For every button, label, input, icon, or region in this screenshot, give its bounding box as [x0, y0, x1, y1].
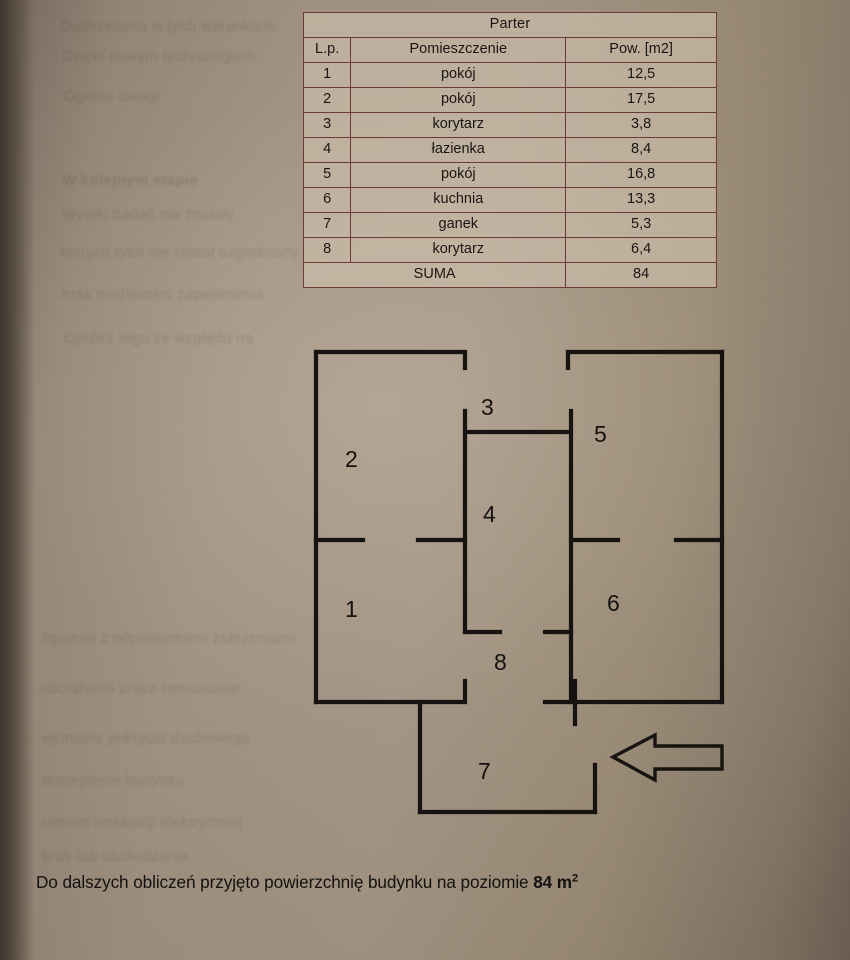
cell-lp: 3 [302, 112, 352, 138]
sum-value: 84 [565, 262, 717, 288]
cell-area: 13,3 [565, 187, 717, 213]
room-label-2: 2 [345, 446, 358, 472]
caption-superscript: 2 [571, 872, 578, 885]
cell-name: pokój [350, 87, 567, 113]
ghost-text-line: W kolejnym etapie [62, 172, 198, 189]
cell-lp: 6 [302, 187, 352, 213]
table-row: 3 korytarz 3,8 [302, 112, 717, 138]
room-label-6: 6 [607, 590, 620, 616]
cell-name: kuchnia [350, 187, 567, 213]
table-title-row: Parter [303, 12, 717, 38]
ghost-text-line: remont instalacji elektrycznej [42, 814, 243, 831]
summary-caption: Do dalszych obliczeń przyjęto powierzchn… [36, 872, 736, 893]
cell-name: łazienka [350, 137, 567, 163]
table-row: 7 ganek 5,3 [302, 212, 717, 238]
cell-area: 12,5 [565, 62, 717, 88]
room-label-4: 4 [483, 501, 496, 527]
ghost-text-line: Oprócz tego ze względu na [64, 330, 254, 347]
caption-text: Do dalszych obliczeń przyjęto powierzchn… [36, 872, 534, 892]
cell-area: 17,5 [565, 87, 717, 113]
column-header-name: Pomieszczenie [350, 37, 567, 63]
column-header-area: Pow. [m2] [565, 37, 717, 63]
cell-area: 16,8 [565, 162, 717, 188]
ghost-text-line: brak możliwości zapewnienia [62, 286, 264, 303]
table-row: 1 pokój 12,5 [302, 62, 717, 88]
cell-lp: 2 [302, 87, 352, 113]
room-label-7: 7 [478, 758, 491, 784]
column-header-lp: L.p. [302, 37, 352, 63]
room-label-3: 3 [481, 394, 494, 420]
left-arrow-icon [609, 732, 724, 783]
room-label-8: 8 [494, 649, 507, 675]
cell-name: korytarz [350, 112, 567, 138]
cell-lp: 1 [302, 62, 352, 88]
cell-lp: 8 [302, 237, 352, 263]
room-label-1: 1 [345, 596, 358, 622]
room-schedule-table-container: Parter L.p. Pomieszczenie Pow. [m2] 1 po… [302, 12, 717, 288]
table-row: 2 pokój 17,5 [302, 87, 717, 113]
table-header-row: L.p. Pomieszczenie Pow. [m2] [302, 37, 717, 63]
caption-value: 84 m [533, 872, 572, 892]
ghost-text-line: docieplenie budynku [42, 772, 185, 789]
table-row: 8 korytarz 6,4 [302, 237, 717, 263]
ghost-text-line: obciążenia prace remontowe [40, 680, 240, 697]
cell-lp: 7 [302, 212, 352, 238]
ghost-text-line: których tytuł nie został uzgodniony [60, 244, 299, 261]
room-label-5: 5 [594, 421, 607, 447]
table-row: 6 kuchnia 13,3 [302, 187, 717, 213]
cell-lp: 4 [302, 137, 352, 163]
sum-label: SUMA [302, 262, 567, 288]
ghost-text-line: brak lub uszkodzenia [42, 848, 189, 865]
cell-area: 3,8 [565, 112, 717, 138]
table-row: 5 pokój 16,8 [302, 162, 717, 188]
room-schedule-table: Parter L.p. Pomieszczenie Pow. [m2] 1 po… [302, 12, 717, 288]
cell-name: pokój [350, 62, 567, 88]
table-row: 4 łazienka 8,4 [302, 137, 717, 163]
cell-name: ganek [350, 212, 567, 238]
table-sum-row: SUMA 84 [302, 262, 717, 288]
ghost-text-line: Wyniki badań nie zostały [62, 206, 235, 223]
cell-area: 8,4 [565, 137, 717, 163]
cell-lp: 5 [302, 162, 352, 188]
ghost-text-line: wymiana pokrycia dachowego [42, 730, 250, 747]
cell-name: pokój [350, 162, 567, 188]
cell-area: 6,4 [565, 237, 717, 263]
ghost-text-line: Ogólne uwagi [64, 88, 160, 105]
ghost-text-line: Zgodnie z odpowiednimi założeniami [40, 630, 296, 647]
table-title: Parter [303, 12, 717, 38]
ghost-text-line: Dzięki nowym technologiom [62, 48, 256, 65]
cell-area: 5,3 [565, 212, 717, 238]
cell-name: korytarz [350, 237, 567, 263]
